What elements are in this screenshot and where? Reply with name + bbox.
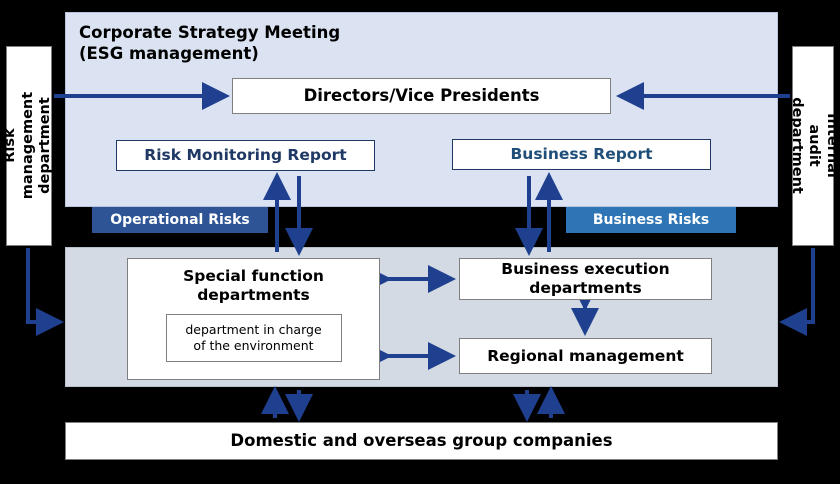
business-report-label: Business Report [510, 145, 653, 164]
operational-risks-label: Operational Risks [110, 212, 250, 228]
arrow-risk-mgmt-to-bottom [26, 248, 64, 336]
business-execution-departments-label: Business execution departments [501, 260, 670, 297]
directors-vice-presidents-label: Directors/Vice Presidents [303, 86, 540, 106]
risk-management-department-label: Risk management department [2, 92, 54, 200]
business-risks-badge: Business Risks [566, 207, 736, 233]
risk-monitoring-report-box[interactable]: Risk Monitoring Report [116, 140, 375, 171]
regional-management-box[interactable]: Regional management [459, 338, 712, 374]
panel-title-corporate-strategy: Corporate Strategy Meeting (ESG manageme… [79, 23, 341, 64]
internal-audit-department-box[interactable]: Internal audit department [788, 46, 840, 246]
directors-vice-presidents-box[interactable]: Directors/Vice Presidents [232, 78, 611, 114]
arrow-internal-audit-to-bottom [779, 248, 815, 336]
business-report-box[interactable]: Business Report [452, 139, 711, 170]
business-risks-label: Business Risks [592, 212, 710, 228]
corporate-strategy-meeting-panel: Corporate Strategy Meeting (ESG manageme… [65, 12, 778, 207]
risk-management-department-box[interactable]: Risk management department [2, 46, 54, 246]
group-companies-box[interactable]: Domestic and overseas group companies [65, 422, 778, 460]
risk-monitoring-report-label: Risk Monitoring Report [144, 146, 347, 165]
environment-department-box[interactable]: department in charge of the environment [165, 313, 342, 362]
internal-audit-department-label: Internal audit department [788, 97, 840, 195]
environment-department-label: department in charge of the environment [185, 322, 322, 353]
group-companies-label: Domestic and overseas group companies [230, 431, 613, 451]
regional-management-label: Regional management [487, 346, 684, 365]
operational-risks-badge: Operational Risks [92, 207, 268, 233]
special-function-departments-label: Special function departments [183, 267, 324, 304]
special-function-departments-box[interactable]: Special function departments department … [127, 258, 380, 380]
business-execution-departments-box[interactable]: Business execution departments [459, 258, 712, 300]
